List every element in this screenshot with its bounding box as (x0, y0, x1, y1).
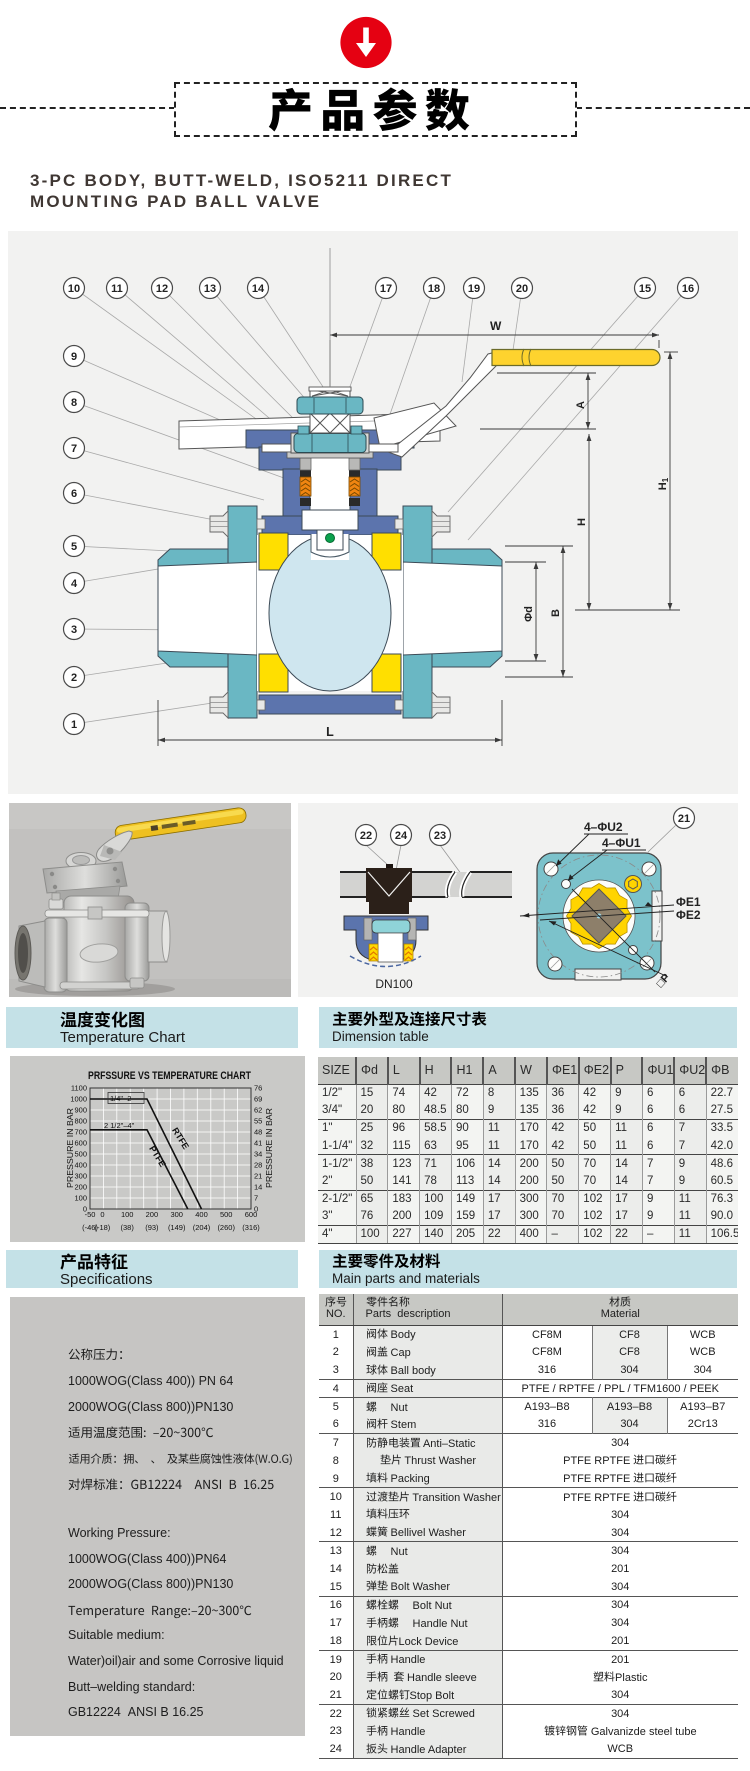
svg-text:22: 22 (360, 830, 372, 842)
svg-text:14: 14 (254, 1183, 262, 1192)
svg-text:600: 600 (74, 1139, 87, 1148)
svg-text:L: L (326, 725, 334, 739)
svg-text:4–ΦU2: 4–ΦU2 (584, 820, 623, 834)
svg-text:ΦE2: ΦE2 (676, 908, 701, 922)
svg-text:14: 14 (252, 283, 265, 295)
svg-text:200: 200 (146, 1210, 159, 1219)
svg-text:Φd: Φd (523, 606, 535, 622)
svg-text:(204): (204) (193, 1223, 211, 1232)
svg-text:1100: 1100 (71, 1084, 87, 1093)
svg-text:200: 200 (74, 1183, 87, 1192)
svg-text:19: 19 (468, 283, 480, 295)
svg-text:100: 100 (121, 1210, 134, 1219)
svg-text:B: B (550, 609, 562, 617)
svg-text:21: 21 (254, 1172, 262, 1181)
svg-text:18: 18 (428, 283, 440, 295)
svg-text:400: 400 (74, 1161, 87, 1170)
svg-text:W: W (490, 319, 502, 333)
svg-text:900: 900 (74, 1106, 87, 1115)
svg-text:62: 62 (254, 1106, 262, 1115)
svg-text:PRESSURE IN BAR: PRESSURE IN BAR (65, 1108, 75, 1188)
svg-text:-50: -50 (85, 1210, 96, 1219)
svg-text:1/4"–2: 1/4"–2 (110, 1094, 131, 1103)
svg-text:(38): (38) (121, 1223, 135, 1232)
svg-text:500: 500 (74, 1150, 87, 1159)
svg-text:(-18): (-18) (94, 1223, 110, 1232)
svg-text:(-46): (-46) (82, 1223, 98, 1232)
svg-text:800: 800 (74, 1117, 87, 1126)
svg-text:0: 0 (254, 1205, 258, 1214)
svg-text:16: 16 (682, 283, 694, 295)
svg-text:15: 15 (639, 283, 651, 295)
svg-text:3: 3 (71, 624, 77, 636)
svg-text:400: 400 (195, 1210, 208, 1219)
svg-text:ΦE1: ΦE1 (676, 895, 701, 909)
svg-text:11: 11 (111, 283, 123, 295)
svg-text:69: 69 (254, 1095, 262, 1104)
svg-text:20: 20 (516, 283, 528, 295)
svg-text:76: 76 (254, 1084, 262, 1093)
svg-text:34: 34 (254, 1150, 262, 1159)
svg-text:4: 4 (71, 578, 78, 590)
svg-text:41: 41 (254, 1139, 262, 1148)
svg-text:17: 17 (380, 283, 392, 295)
svg-text:55: 55 (254, 1117, 262, 1126)
svg-text:7: 7 (71, 443, 77, 455)
svg-text:1: 1 (71, 719, 77, 731)
svg-text:24: 24 (395, 830, 408, 842)
svg-text:23: 23 (434, 830, 446, 842)
svg-text:13: 13 (204, 283, 216, 295)
svg-text:300: 300 (170, 1210, 183, 1219)
svg-text:10: 10 (68, 283, 80, 295)
svg-text:100: 100 (74, 1194, 87, 1203)
svg-text:5: 5 (71, 541, 77, 553)
svg-text:1000: 1000 (70, 1095, 87, 1104)
svg-text:600: 600 (245, 1210, 258, 1219)
svg-text:(260): (260) (217, 1223, 235, 1232)
svg-text:(149): (149) (168, 1223, 186, 1232)
svg-text:PRESSURE IN BAR: PRESSURE IN BAR (264, 1108, 274, 1188)
svg-text:6: 6 (71, 488, 77, 500)
svg-text:A: A (575, 401, 587, 409)
svg-text:0: 0 (83, 1205, 87, 1214)
svg-text:12: 12 (156, 283, 168, 295)
svg-text:300: 300 (74, 1172, 87, 1181)
svg-text:H: H (576, 518, 588, 526)
svg-text:8: 8 (71, 397, 77, 409)
svg-text:700: 700 (74, 1128, 87, 1137)
svg-text:7: 7 (254, 1194, 258, 1203)
svg-text:(316): (316) (242, 1223, 260, 1232)
svg-text:0: 0 (100, 1210, 104, 1219)
svg-text:28: 28 (254, 1161, 262, 1170)
svg-text:H1: H1 (657, 477, 670, 490)
svg-text:9: 9 (71, 351, 77, 363)
svg-text:PRFSSURE VS TEMPERATURE CHART: PRFSSURE VS TEMPERATURE CHART (88, 1070, 251, 1082)
svg-text:500: 500 (220, 1210, 233, 1219)
svg-text:21: 21 (678, 813, 690, 825)
svg-text:2: 2 (71, 672, 77, 684)
svg-text:2 1/2"–4": 2 1/2"–4" (104, 1121, 135, 1130)
svg-text:48: 48 (254, 1128, 262, 1137)
svg-text:(93): (93) (145, 1223, 159, 1232)
svg-text:4–ΦU1: 4–ΦU1 (602, 836, 641, 850)
svg-text:DN100: DN100 (375, 977, 413, 991)
